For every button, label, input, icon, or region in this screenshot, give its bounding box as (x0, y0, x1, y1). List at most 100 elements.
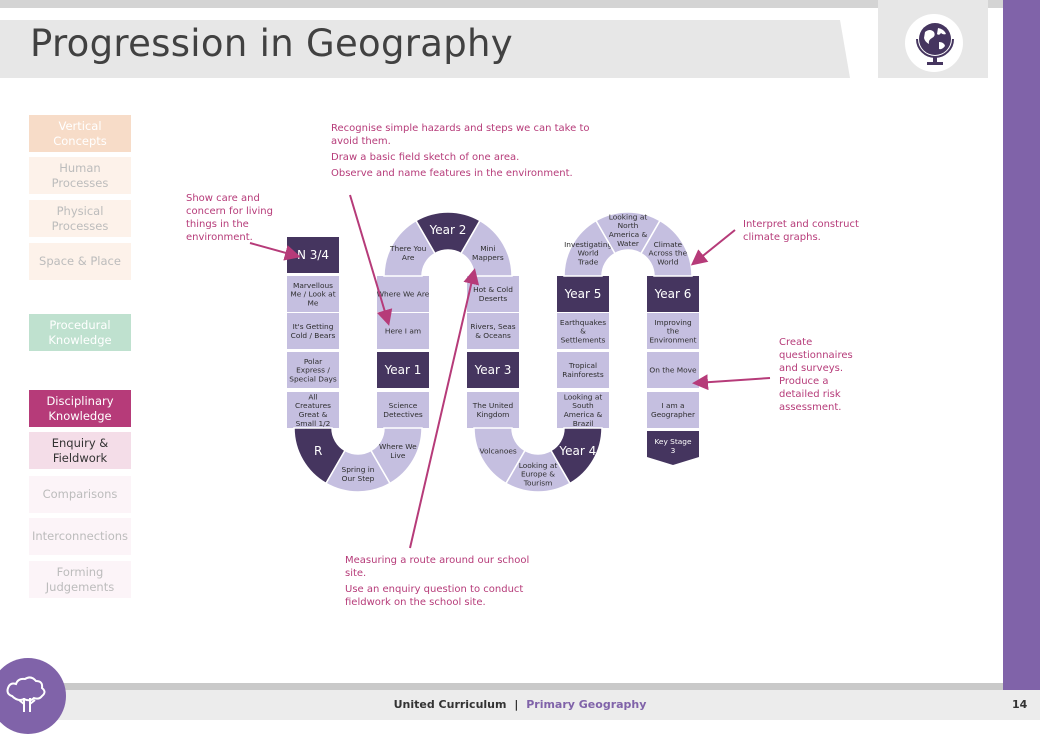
tile-looking-at-south-america-brazil (557, 392, 609, 428)
tile-tropical-rainforests (557, 352, 609, 388)
tile-year-3 (467, 352, 519, 388)
tile-mini-mappers (459, 219, 513, 277)
annotation-line: Recognise simple hazards and steps we ca… (331, 123, 590, 147)
annotation-line: Use an enquiry question to conduct field… (345, 584, 524, 608)
tile-label: On the Move (649, 366, 697, 375)
footer-line (0, 683, 1003, 690)
tile-label: R (314, 444, 322, 458)
footer-product: Primary Geography (526, 698, 647, 711)
arrow-to-hot-cold-deserts (409, 268, 480, 549)
footer-separator: | (514, 698, 519, 711)
tile-the-united-kingdom (467, 392, 519, 428)
arrow-to-climate (690, 229, 736, 266)
tile-it-s-getting-cold-bears (287, 313, 339, 349)
sidebar-item-interconnections[interactable]: Interconnections (29, 518, 131, 555)
tile-volcanoes (473, 427, 527, 485)
sidebar-item-space-place[interactable]: Space & Place (29, 243, 131, 280)
tile-label: N 3/4 (297, 248, 329, 262)
annotation-right-mid: Create questionnaires and surveys. Produ… (779, 337, 853, 413)
tile-label: Year 5 (564, 287, 602, 301)
annotation-left: Show care and concern for living things … (186, 193, 273, 243)
right-accent-bar (1003, 0, 1040, 690)
tile-marvellous-me-look-at-me (287, 276, 339, 312)
tile-polar-express-special-days (287, 352, 339, 388)
tile-label: Volcanoes (480, 447, 517, 456)
arrow-to-n34 (249, 242, 301, 261)
page-number: 14 (1012, 698, 1028, 711)
tile-year-4 (549, 427, 603, 485)
tile-climate-across-the-world (639, 219, 693, 277)
footer-bar (0, 690, 1040, 720)
tile-label: Year 3 (474, 363, 512, 377)
tile-spring-in-our-step (324, 449, 392, 493)
annotation-right-top: Interpret and construct climate graphs. (743, 219, 859, 243)
tile-all-creatures-great-small-1-2 (287, 392, 339, 428)
arrow-to-here-i-am (349, 194, 393, 326)
tile-where-we-are (377, 276, 429, 312)
annotation-bottom: Measuring a route around our school site… (345, 554, 545, 609)
sidebar-item-forming-judgements[interactable]: Forming Judgements (29, 561, 131, 598)
annotation-line: Measuring a route around our school site… (345, 555, 530, 579)
page-title: Progression in Geography (30, 22, 513, 65)
tile-label: Year 1 (384, 363, 422, 377)
tree-logo-icon (0, 658, 66, 734)
annotation-line: Observe and name features in the environ… (331, 168, 573, 179)
tile-label: Year 6 (654, 287, 692, 301)
tile-year-1 (377, 352, 429, 388)
tile-science-detectives (377, 392, 429, 428)
tile-i-am-a-geographer (647, 392, 699, 428)
tile-label: Earthquakes&Settlements (560, 318, 606, 345)
sidebar-item-procedural-knowledge[interactable]: Procedural Knowledge (29, 314, 131, 351)
sidebar-item-enquiry-fieldwork[interactable]: Enquiry & Fieldwork (29, 432, 131, 469)
globe-icon (905, 14, 963, 72)
annotation-line: Draw a basic field sketch of one area. (331, 152, 520, 163)
tile-label: Rivers, Seas& Oceans (470, 322, 515, 340)
footer-text: United Curriculum | Primary Geography (0, 690, 1040, 720)
sidebar-item-human-processes[interactable]: Human Processes (29, 157, 131, 194)
tile-year-6 (647, 276, 699, 312)
sidebar-item-vertical-concepts[interactable]: Vertical Concepts (29, 115, 131, 152)
sidebar-item-comparisons[interactable]: Comparisons (29, 476, 131, 513)
tile-improving-the-environment (647, 313, 699, 349)
tile-label: Where We Are (377, 290, 430, 299)
tile-on-the-move (647, 352, 699, 388)
title-bar (0, 20, 850, 78)
tile-key-stage-3 (647, 431, 699, 465)
tile-year-5 (557, 276, 609, 312)
sidebar-item-disciplinary-knowledge[interactable]: Disciplinary Knowledge (29, 390, 131, 427)
footer-brand: United Curriculum (393, 698, 507, 711)
tile-label: Year 2 (429, 223, 467, 237)
tile-earthquakes-settlements (557, 313, 609, 349)
tile-r (293, 427, 347, 485)
tile-rivers-seas-oceans (467, 313, 519, 349)
arrow-to-on-the-move (692, 374, 771, 391)
tile-where-we-live (369, 427, 423, 485)
tile-label: Year 4 (558, 444, 596, 458)
tile-label: Here I am (385, 327, 421, 336)
sidebar-item-physical-processes[interactable]: Physical Processes (29, 200, 131, 237)
annotation-top: Recognise simple hazards and steps we ca… (331, 122, 591, 180)
tile-looking-at-europe-tourism (504, 449, 572, 493)
top-border (0, 0, 1003, 8)
